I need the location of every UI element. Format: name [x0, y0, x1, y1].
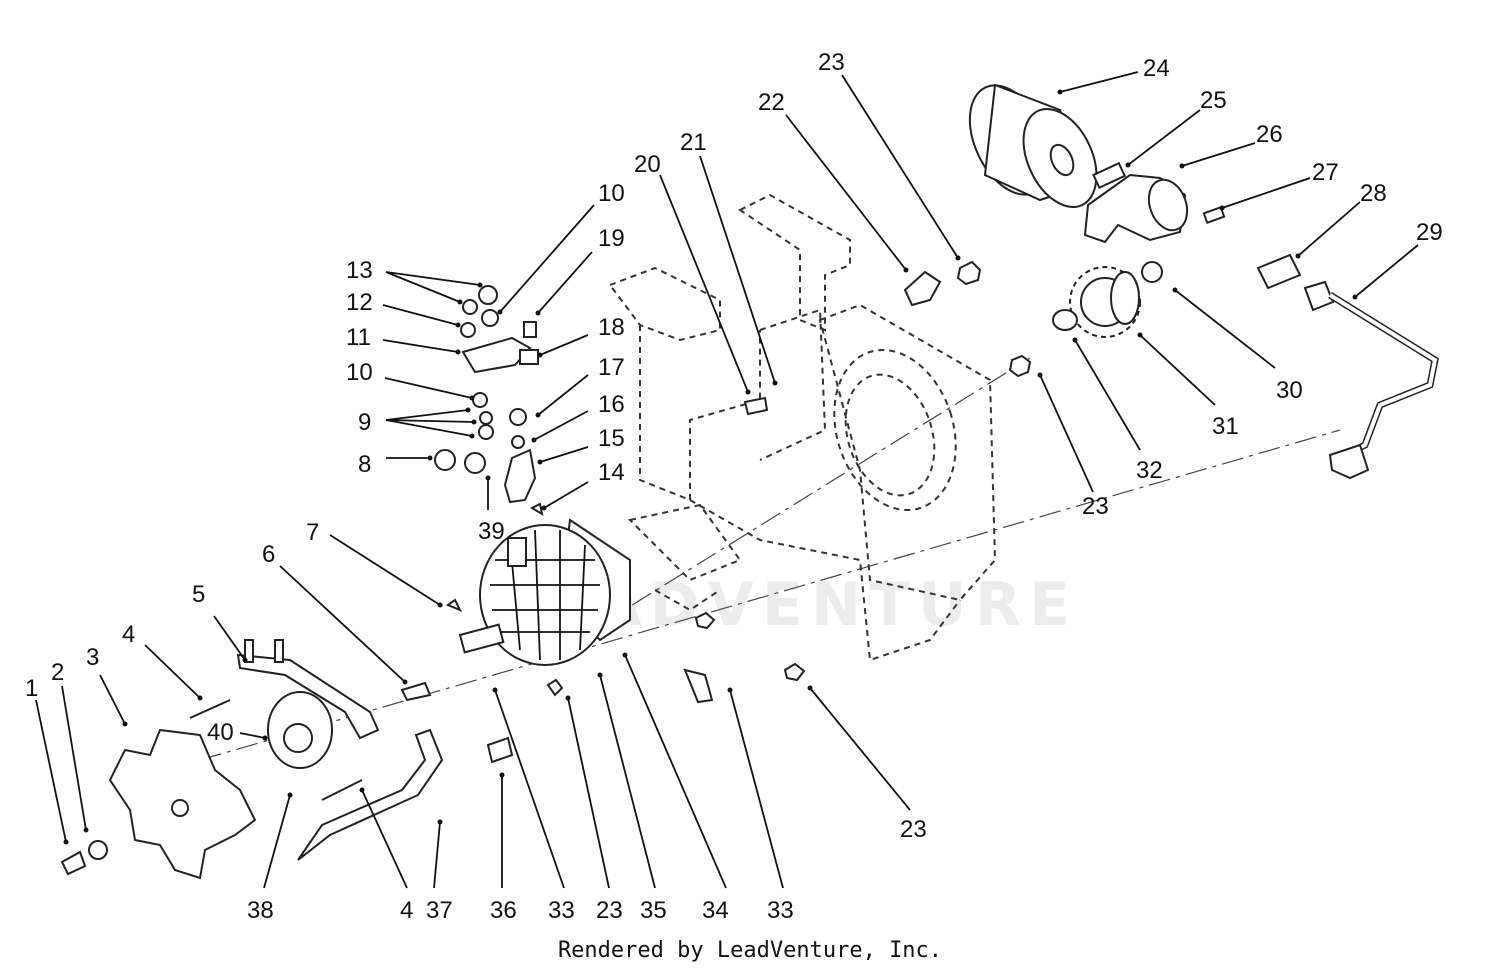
callout-27: 27	[1312, 159, 1339, 186]
callout-20: 20	[634, 151, 661, 178]
callout-26: 26	[1256, 121, 1283, 148]
callout-23d: 23	[596, 897, 623, 924]
bolt-4b	[321, 779, 363, 801]
nut-23c	[546, 678, 564, 697]
callout-33a: 33	[548, 897, 575, 924]
callout-10b: 10	[598, 180, 625, 207]
bolt-4a	[189, 699, 231, 719]
callout-36: 36	[490, 897, 517, 924]
callout-4b: 4	[400, 897, 413, 924]
callout-23c: 23	[900, 816, 927, 843]
nut-23d	[694, 611, 716, 630]
callout-40: 40	[207, 719, 234, 746]
engine-housing	[608, 193, 997, 662]
spacer-32	[1052, 309, 1078, 331]
callout-16: 16	[598, 391, 625, 418]
callout-2: 2	[51, 659, 64, 686]
callout-23b: 23	[1082, 493, 1109, 520]
callout-37: 37	[426, 897, 453, 924]
callout-19: 19	[598, 225, 625, 252]
callout-13: 13	[346, 257, 373, 284]
oil-pressure-sender	[1256, 253, 1439, 480]
callout-25: 25	[1200, 87, 1227, 114]
callout-12: 12	[346, 289, 373, 316]
callout-9: 9	[358, 409, 371, 436]
callout-5: 5	[192, 581, 205, 608]
callout-38: 38	[247, 897, 274, 924]
oil-filter	[968, 83, 1098, 209]
fitting-36	[486, 736, 514, 764]
callout-18: 18	[598, 314, 625, 341]
filter-adapter	[1083, 161, 1189, 244]
callout-32: 32	[1136, 457, 1163, 484]
governor-bracket-parts	[434, 285, 544, 612]
callout-31: 31	[1212, 413, 1239, 440]
elbow-33	[683, 668, 714, 704]
callout-30: 30	[1276, 377, 1303, 404]
nut-23b	[956, 260, 982, 286]
callout-3: 3	[86, 644, 99, 671]
callout-11: 11	[346, 324, 371, 351]
washer-2	[88, 840, 108, 860]
callout-6: 6	[262, 541, 275, 568]
bolt-1	[60, 850, 87, 876]
nut-23a	[1008, 354, 1032, 378]
callout-21: 21	[680, 129, 707, 156]
callout-33b: 33	[767, 897, 794, 924]
belt-guard-bracket	[236, 639, 380, 740]
callout-34: 34	[702, 897, 729, 924]
callout-23a: 23	[818, 49, 845, 76]
callout-4a: 4	[122, 621, 135, 648]
retaining-ring	[1141, 261, 1163, 283]
callout-35: 35	[640, 897, 667, 924]
callout-10a: 10	[346, 359, 373, 386]
callout-1: 1	[25, 675, 38, 702]
assembly-axis	[199, 357, 1341, 761]
nut-23e	[783, 662, 806, 682]
blower-housing	[458, 518, 631, 666]
fitting-27	[1202, 205, 1226, 225]
callout-14: 14	[598, 459, 625, 486]
callout-39: 39	[478, 518, 505, 545]
callout-22: 22	[758, 89, 785, 116]
pulley	[267, 691, 333, 769]
callout-28: 28	[1360, 180, 1387, 207]
callout-24: 24	[1143, 55, 1170, 82]
callout-7: 7	[306, 519, 319, 546]
callout-15: 15	[598, 425, 625, 452]
bolt-6	[400, 681, 432, 702]
callout-8: 8	[358, 451, 371, 478]
callouts: 1 2 3 4 5 6 7 8 9 10 10 11 12 13 14	[25, 49, 1443, 924]
cooling-fan	[108, 728, 257, 880]
clamp-22	[903, 270, 942, 307]
drive-gear	[1069, 266, 1141, 338]
bolt-20	[743, 396, 769, 416]
callout-17: 17	[598, 354, 625, 381]
footer-credit: Rendered by LeadVenture, Inc.	[557, 938, 943, 963]
callout-29: 29	[1416, 219, 1443, 246]
